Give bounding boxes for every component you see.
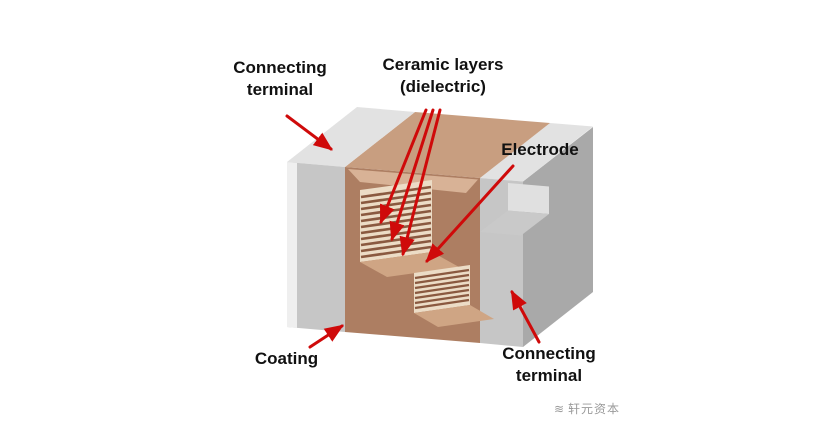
label-line: terminal: [246, 79, 314, 99]
label-line: terminal: [515, 365, 583, 385]
arrow-ceramic-layer-2: [389, 108, 435, 242]
ceramic-top-face: [345, 112, 550, 178]
label-line: Electrode: [501, 140, 579, 159]
wave-icon: ≋: [553, 402, 566, 416]
label-ceramic-layers: Ceramic layers (dielectric): [378, 54, 508, 98]
label-line: Coating: [254, 349, 319, 368]
label-coating: Coating: [244, 348, 329, 370]
label-line: (dielectric): [400, 76, 486, 96]
electrode-layers-lower: [414, 268, 470, 310]
arrow-coating: [308, 324, 345, 349]
left-terminal-front-face: [287, 162, 345, 332]
cutaway-rim: [348, 169, 478, 193]
arrow-electrode: [425, 164, 515, 263]
label-line: Connecting: [233, 58, 327, 77]
label-connecting-terminal-bottom: Connecting terminal: [494, 343, 604, 387]
label-connecting-terminal-top: Connecting terminal: [222, 57, 338, 101]
left-terminal-top-face: [287, 107, 415, 167]
terminal-notch-back-wall: [508, 183, 549, 214]
label-electrode: Electrode: [495, 139, 585, 161]
watermark-text: 轩元资本: [568, 402, 621, 416]
arrow-connecting-terminal-top: [285, 114, 333, 151]
arrow-ceramic-layer-1: [379, 108, 428, 225]
watermark: ≋轩元资本: [522, 400, 652, 417]
left-terminal-edge-highlight: [287, 162, 297, 328]
label-line: Connecting: [502, 344, 596, 363]
right-terminal-side-face: [523, 127, 593, 347]
arrow-connecting-terminal-bottom: [510, 289, 541, 344]
right-terminal-top-face: [480, 123, 593, 182]
terminal-notch-floor: [480, 210, 549, 236]
arrow-ceramic-layer-3: [399, 108, 442, 257]
cutaway-shelf-lower: [414, 305, 494, 327]
label-line: Ceramic layers: [382, 55, 504, 74]
